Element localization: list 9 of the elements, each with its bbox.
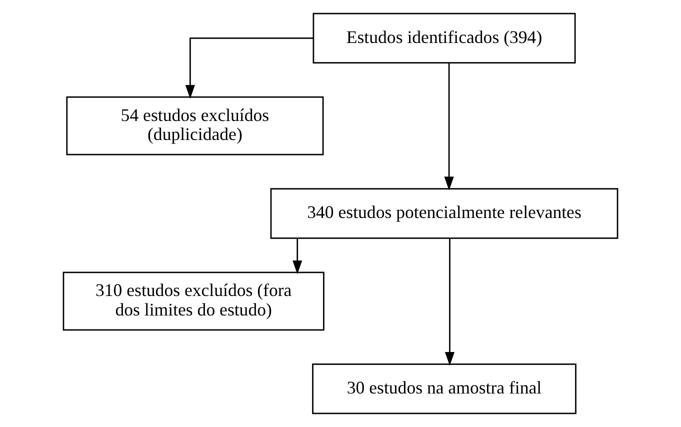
arrow [444,238,455,366]
arrow [444,62,454,190]
node-box: 54 estudos excluídos (duplicidade) [66,96,324,156]
node-box: Estudos identificados (394) [312,12,576,64]
node-box: 30 estudos na amostra final [312,363,576,414]
arrow [292,238,302,274]
node-box: 310 estudos excluídos (fora dos limites do estudo) [62,272,324,331]
arrow [185,38,314,99]
node-box: 340 estudos potencialmente relevantes [270,188,618,239]
